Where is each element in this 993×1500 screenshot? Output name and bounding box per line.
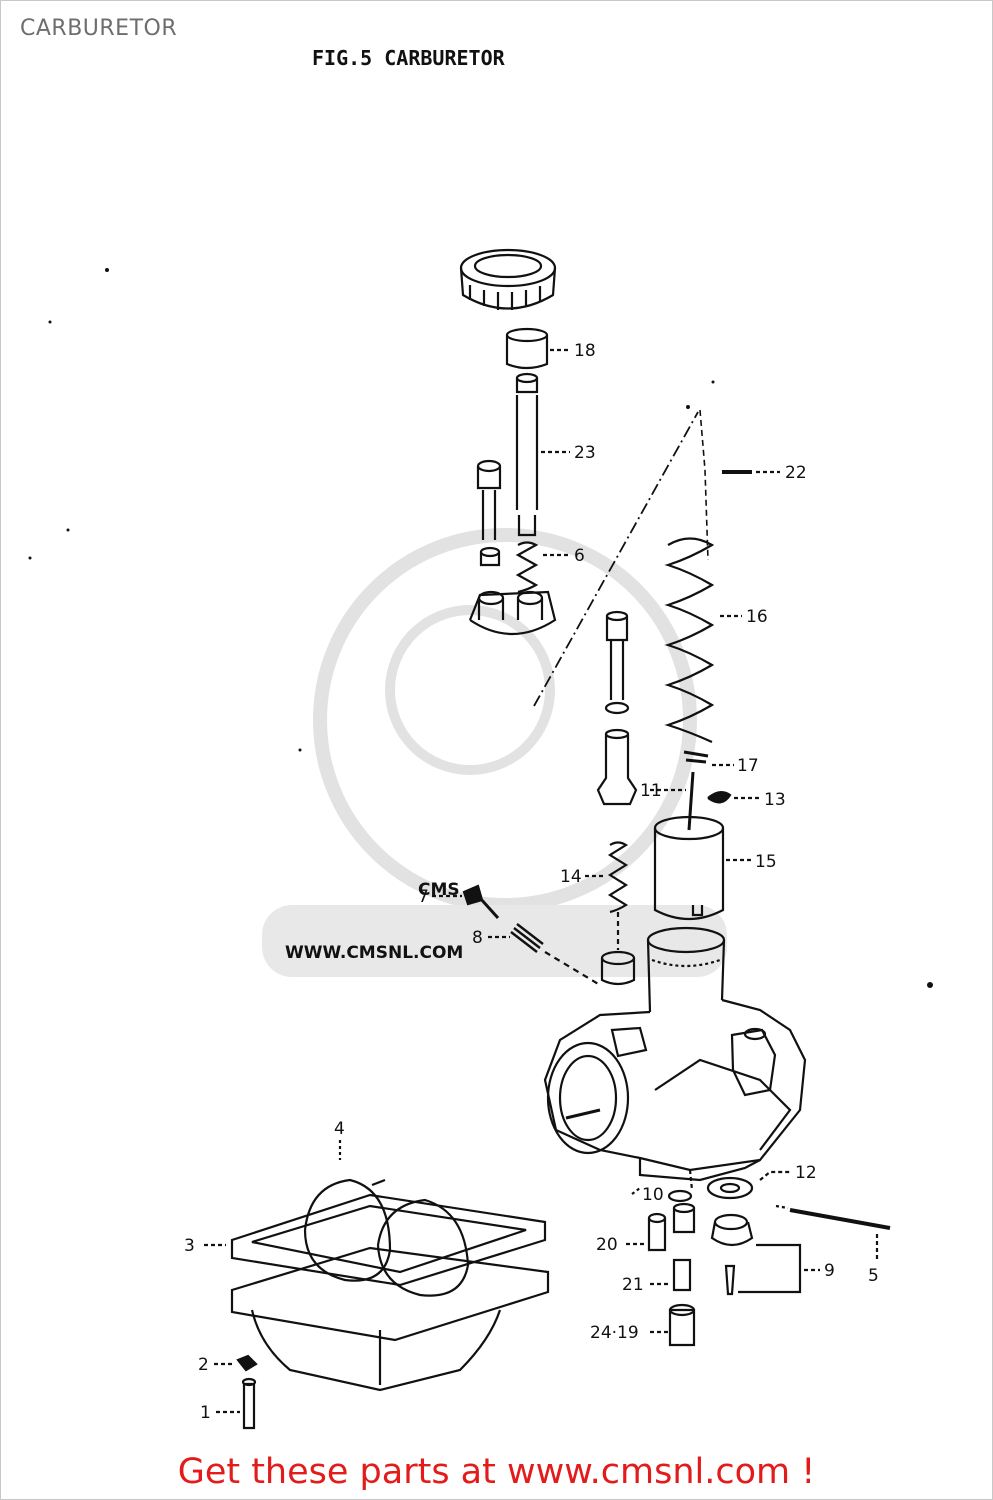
scan-specks xyxy=(28,268,933,988)
part-23-adjuster-tube xyxy=(515,372,570,537)
callout-10: 10 xyxy=(642,1185,664,1205)
callout-8: 8 xyxy=(472,928,483,948)
part-14-spring xyxy=(585,841,629,950)
part-13-retainer xyxy=(707,791,760,804)
callout-16: 16 xyxy=(746,607,768,627)
part-9-float-valve xyxy=(710,1213,820,1296)
callout-23: 23 xyxy=(574,443,596,463)
callout-2: 2 xyxy=(198,1355,209,1375)
page-title: CARBURETOR xyxy=(20,16,178,41)
callout-12: 12 xyxy=(795,1163,817,1183)
part-6-spring xyxy=(515,541,568,594)
chamber-top-with-bolt xyxy=(468,459,557,636)
part-18-rubber-cap xyxy=(505,327,570,370)
float-bowl xyxy=(230,1246,550,1392)
callout-17: 17 xyxy=(737,756,759,776)
carburetor-body xyxy=(543,926,807,1191)
part-10-washer xyxy=(631,1187,693,1203)
cms-watermark: CMS WWW.CMSNL.COM xyxy=(262,528,727,977)
starter-plunger-body xyxy=(600,950,636,986)
watermark-url: WWW.CMSNL.COM xyxy=(285,943,463,963)
callout-4: 4 xyxy=(334,1119,345,1139)
part-16-throttle-spring xyxy=(664,537,742,744)
assembly-guide-line xyxy=(533,411,699,707)
callout-6: 6 xyxy=(574,546,585,566)
figure-title: FIG.5 CARBURETOR xyxy=(312,46,505,70)
callout-7: 7 xyxy=(418,887,429,907)
callout-20: 20 xyxy=(596,1235,618,1255)
callout-1: 1 xyxy=(200,1403,211,1423)
callout-18: 18 xyxy=(574,341,596,361)
callout-22: 22 xyxy=(785,463,807,483)
part-21-main-jet xyxy=(650,1258,696,1347)
part-3-gasket xyxy=(204,1193,547,1287)
callout-9: 9 xyxy=(824,1261,835,1281)
part-11-jet-needle xyxy=(650,750,734,831)
callout-24-19: 24·19 xyxy=(590,1323,639,1343)
needle-jet-assembly xyxy=(596,610,638,806)
part-5-tube xyxy=(775,1204,891,1262)
callout-5: 5 xyxy=(868,1266,879,1286)
part-15-throttle-slide xyxy=(653,815,752,920)
callout-15: 15 xyxy=(755,852,777,872)
part-1-screw xyxy=(216,1377,257,1430)
part-2-washer xyxy=(214,1354,258,1372)
callout-3: 3 xyxy=(184,1236,195,1256)
callout-21: 21 xyxy=(622,1275,644,1295)
get-parts-link[interactable]: Get these parts at www.cmsnl.com ! xyxy=(177,1452,816,1492)
part-8-spring xyxy=(488,923,601,986)
callout-labels: 18 23 6 22 16 17 11 13 15 14 7 8 4 12 10… xyxy=(184,341,879,1423)
carburetor-cap xyxy=(459,248,557,310)
part-20-jet xyxy=(626,1202,696,1252)
callout-13: 13 xyxy=(764,790,786,810)
part-7-screw xyxy=(432,884,500,920)
part-12-washer xyxy=(706,1170,790,1200)
callout-11: 11 xyxy=(640,781,662,801)
callout-14: 14 xyxy=(560,867,582,887)
